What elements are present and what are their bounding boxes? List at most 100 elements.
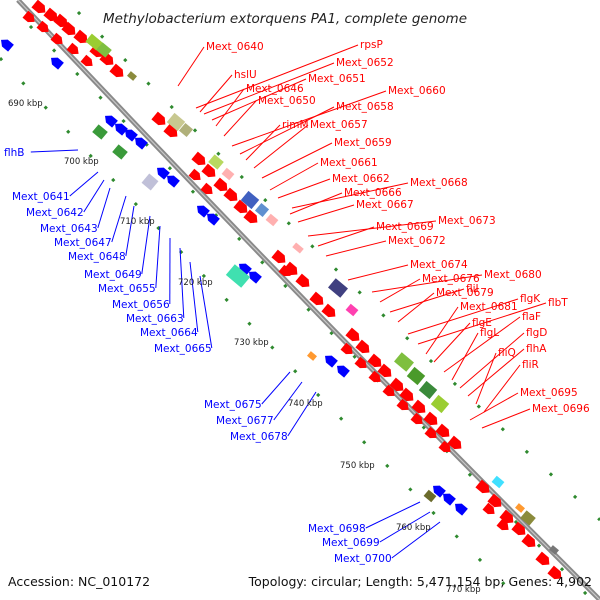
forward-strand-genes [22,0,562,580]
forward-leader-line [371,274,483,293]
forward-leader-line [239,106,335,155]
forward-leader-line [389,288,465,313]
forward-leader-line [475,352,497,405]
reverse-gene-label: Mext_0655 [98,283,156,295]
label-leader-lines [30,44,547,559]
forward-gene-arrow [278,264,291,277]
forward-gene-arrow [295,273,310,288]
forward-leader-line [231,90,387,147]
forward-gene-arrow [547,565,562,580]
forward-gene-arrow [340,342,353,355]
forward-gene-arrow [355,339,370,354]
forward-leader-line [433,322,471,363]
forward-gene-label: Mext_0676 [422,273,480,285]
genome-backbone-highlight [17,0,600,600]
reverse-gene-arrow [443,493,456,506]
forward-gene-arrow [389,377,404,392]
map-title: Methylobacterium extorquens PA1, complet… [103,11,467,27]
forward-gene-arrow [496,518,509,531]
forward-gene-label: Mext_0668 [410,177,468,189]
functional-gene-block [549,545,559,555]
functional-gene-block [307,351,317,361]
forward-gene-arrow [109,63,124,78]
functional-gene-block [96,42,112,58]
forward-gene-label: fliR [522,359,539,371]
forward-gene-label: Mext_0640 [206,41,264,53]
topology-summary-text: Topology: circular; Length: 5,471,154 bp… [248,574,592,589]
forward-leader-line [223,100,257,137]
functional-gene-block [240,190,260,210]
reverse-gene-label: Mext_0663 [126,313,184,325]
reverse-gene-label: Mext_0656 [112,299,170,311]
reverse-leader-line [141,215,151,275]
forward-leader-line [407,298,519,335]
forward-gene-arrow [354,356,367,369]
genome-backbone [16,0,600,600]
forward-gene-label: Mext_0646 [246,83,304,95]
forward-gene-arrow [22,10,35,23]
forward-leader-line [307,220,437,237]
forward-gene-arrow [233,199,248,214]
forward-gene-label: Mext_0650 [258,95,316,107]
reverse-leader-line [155,225,161,289]
forward-leader-line [379,278,421,303]
reverse-strand-genes [1,39,468,516]
forward-leader-line [317,226,375,247]
forward-gene-label: Mext_0679 [436,287,494,299]
reverse-gene-arrow [197,205,210,218]
forward-leader-line [277,178,331,199]
functional-gene-block [112,144,128,160]
kbp-tick-label: 710 kbp [120,217,155,227]
forward-gene-arrow [243,209,258,224]
forward-gene-arrow [73,29,88,44]
accession-text: Accession: NC_010172 [8,574,150,589]
forward-gene-label: flgL [480,327,499,339]
forward-gene-label: Mext_0666 [344,187,402,199]
reverse-gene-arrow [433,485,446,498]
forward-gene-arrow [80,54,93,67]
forward-gene-arrow [521,533,536,548]
forward-leader-line [397,292,435,323]
reverse-gene-arrow [455,503,468,516]
forward-leader-line [269,162,319,191]
forward-gene-arrow [223,187,238,202]
reverse-gene-arrow [207,213,220,226]
forward-gene-arrow [43,7,58,22]
functional-gene-block [141,173,159,191]
reverse-leader-line [379,511,431,543]
forward-leader-line [451,332,479,381]
forward-gene-label: Mext_0674 [410,259,468,271]
reverse-gene-arrow [1,39,14,52]
reverse-gene-arrow [167,175,180,188]
reverse-gene-label: Mext_0649 [84,269,142,281]
forward-gene-arrow [213,177,228,192]
forward-gene-arrow [396,398,409,411]
forward-gene-arrow [382,384,395,397]
reverse-gene-label: Mext_0698 [308,523,366,535]
forward-gene-label: Mext_0662 [332,173,390,185]
reverse-gene-arrow [249,271,262,284]
forward-leader-line [443,316,521,373]
forward-gene-arrow [511,521,526,536]
reverse-gene-label: Mext_0699 [322,537,380,549]
forward-gene-arrow [99,51,114,66]
functional-gene-block [178,122,194,138]
forward-leader-line [289,192,343,215]
forward-gene-arrow [411,399,426,414]
forward-leader-line [291,182,409,209]
reverse-leader-line [199,275,213,349]
forward-gene-arrow [475,479,490,494]
functional-gene-block [430,394,450,414]
reverse-gene-label: Mext_0648 [68,251,126,263]
rna-features [85,33,559,555]
functional-gene-block [328,278,348,298]
forward-leader-line [177,46,205,87]
forward-gene-label: flbT [548,297,568,309]
forward-gene-label: fliQ [498,347,516,359]
reverse-leader-line [30,149,79,153]
forward-leader-line [325,240,387,257]
forward-gene-arrow [201,163,216,178]
kbp-tick-label: 760 kbp [396,523,431,533]
